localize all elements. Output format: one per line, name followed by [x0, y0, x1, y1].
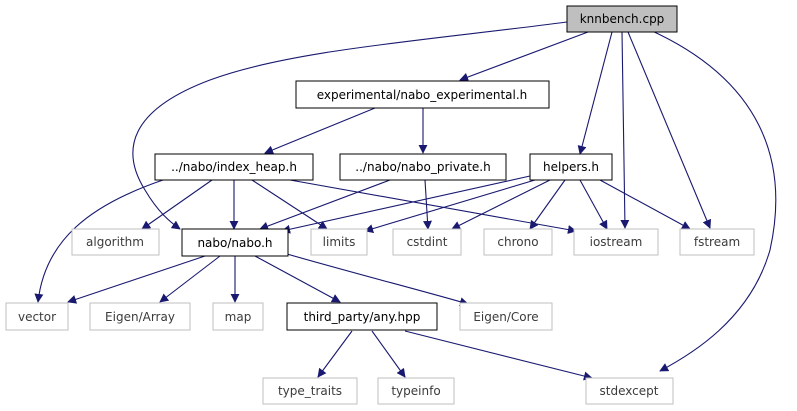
edges — [34, 21, 777, 381]
node-algorithm: algorithm — [71, 228, 160, 256]
node-stdexcept-label: stdexcept — [600, 384, 659, 398]
edge-nabo-to-any — [254, 255, 341, 303]
node-typeinfo: typeinfo — [377, 377, 455, 405]
edge-index-heap-to-algorithm — [141, 179, 213, 230]
edge-knnbench-to-fstream — [627, 31, 712, 229]
node-nabo-experimental[interactable]: experimental/nabo_experimental.h — [295, 80, 550, 109]
node-nabo-label: nabo/nabo.h — [197, 236, 272, 250]
edge-index-heap-to-iostream — [289, 179, 577, 235]
node-map: map — [212, 302, 264, 331]
edge-helpers-to-iostream — [579, 179, 608, 230]
node-eigen-core: Eigen/Core — [459, 302, 553, 331]
edge-nabo-private-to-nabo — [259, 179, 391, 231]
node-any[interactable]: third_party/any.hpp — [286, 302, 438, 331]
node-type-traits-label: type_traits — [278, 384, 342, 398]
node-fstream-label: fstream — [694, 235, 740, 249]
node-fstream: fstream — [679, 228, 755, 256]
node-helpers-label: helpers.h — [543, 160, 599, 174]
nodes: knnbench.cpp experimental/nabo_experimen… — [5, 5, 755, 405]
edge-index-heap-to-vector — [34, 179, 164, 303]
node-vector-label: vector — [18, 310, 56, 324]
edge-knnbench-to-helpers — [577, 31, 613, 155]
node-algorithm-label: algorithm — [86, 235, 144, 249]
node-chrono-label: chrono — [497, 235, 538, 249]
edge-nabo-to-vector — [67, 255, 206, 304]
node-typeinfo-label: typeinfo — [391, 384, 440, 398]
node-knnbench-label: knnbench.cpp — [580, 12, 665, 26]
edge-helpers-to-nabo — [281, 175, 531, 234]
node-index-heap[interactable]: ../nabo/index_heap.h — [154, 153, 314, 181]
node-nabo-private-label: ../nabo/nabo_private.h — [355, 160, 490, 174]
node-stdexcept: stdexcept — [585, 377, 674, 405]
node-iostream: iostream — [573, 228, 659, 256]
node-nabo[interactable]: nabo/nabo.h — [181, 228, 289, 257]
edge-any-to-stdexcept — [404, 330, 593, 381]
node-type-traits: type_traits — [262, 377, 358, 405]
node-limits-label: limits — [323, 235, 356, 249]
node-eigen-array: Eigen/Array — [89, 302, 191, 331]
node-knnbench[interactable]: knnbench.cpp — [566, 5, 678, 33]
edge-any-to-type-traits — [317, 330, 353, 378]
node-helpers[interactable]: helpers.h — [529, 153, 613, 181]
node-eigen-core-label: Eigen/Core — [473, 310, 538, 324]
node-index-heap-label: ../nabo/index_heap.h — [171, 160, 297, 174]
node-cstdint: cstdint — [392, 228, 462, 256]
edge-nabo-experimental-to-index-heap — [264, 107, 376, 155]
edge-knnbench-to-stdexcept — [649, 29, 777, 372]
edge-any-to-typeinfo — [371, 330, 406, 378]
edge-nabo-private-to-cstdint — [423, 179, 432, 230]
node-map-label: map — [225, 310, 252, 324]
node-limits: limits — [310, 228, 368, 256]
edge-helpers-to-limits — [364, 179, 536, 233]
node-iostream-label: iostream — [590, 235, 643, 249]
edge-knnbench-to-iostream — [620, 31, 630, 229]
edge-knnbench-to-nabo-experimental — [459, 31, 589, 82]
edge-index-heap-to-limits — [251, 179, 328, 230]
node-eigen-array-label: Eigen/Array — [105, 310, 175, 324]
edge-helpers-to-fstream — [599, 179, 691, 230]
edge-knnbench-to-nabo — [132, 21, 568, 230]
node-chrono: chrono — [483, 228, 553, 256]
node-nabo-experimental-label: experimental/nabo_experimental.h — [317, 88, 528, 102]
edge-helpers-to-cstdint — [451, 179, 551, 230]
node-any-label: third_party/any.hpp — [304, 310, 421, 324]
node-nabo-private[interactable]: ../nabo/nabo_private.h — [339, 153, 507, 181]
edge-nabo-to-eigen-core — [279, 251, 469, 307]
node-vector: vector — [5, 302, 69, 331]
edge-helpers-to-chrono — [529, 179, 566, 230]
edge-nabo-to-eigen-array — [159, 255, 221, 303]
node-cstdint-label: cstdint — [407, 235, 448, 249]
